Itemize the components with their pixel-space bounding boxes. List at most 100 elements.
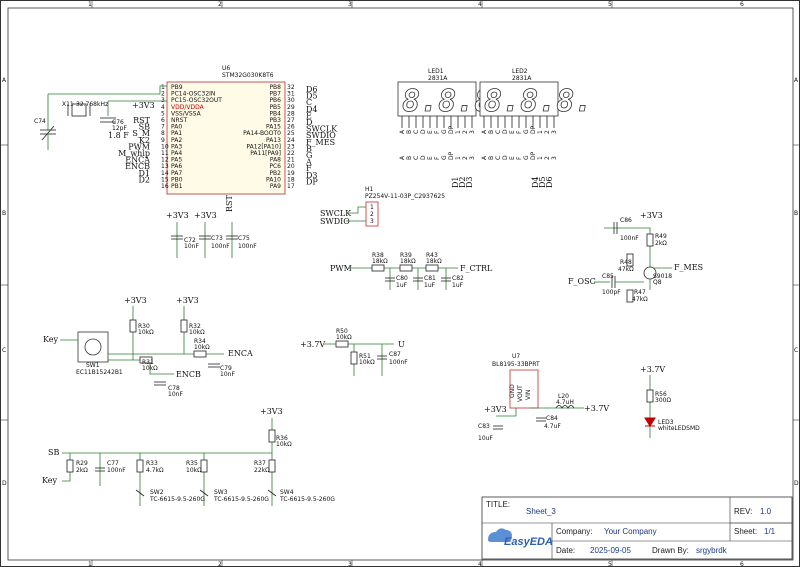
btn-sb-net: SB [48, 448, 59, 457]
r38-ref: R38 [372, 252, 384, 259]
led-pins: AABBCCDDEEFFGGDPDP112233AABBCCDDEEFFGGDP… [399, 116, 558, 160]
u6-right-pin: PA14-BOOT0 [243, 130, 281, 137]
filter-out-net: F_CTRL [460, 264, 493, 273]
u6-left-pin-num: 9 [161, 137, 165, 144]
encoder-circuit: +3V3 +3V3 R30 10kΩ R32 10kΩ Key SW1 EC11… [43, 296, 253, 398]
tb-company-label: Company: [556, 527, 592, 536]
u6-left-pin: PC15-OSC32OUT [171, 97, 222, 104]
led-pin-net: A [399, 155, 406, 160]
r32-ref: R32 [189, 323, 201, 330]
h1-pin-2: 2 [370, 211, 374, 218]
u6-left-pin-num: 11 [161, 150, 169, 157]
tb-title-label: TITLE: [486, 500, 510, 509]
c78-ref: C78 [168, 385, 180, 392]
led-pin-net: E [427, 156, 434, 160]
x11-value: 32.768kHz [76, 101, 108, 108]
u6-right-pin-num: 26 [287, 124, 295, 131]
u6-left-net: ENCA [125, 156, 150, 165]
enc-vcc-2: +3V3 [176, 296, 199, 305]
r29-value: 2kΩ [76, 467, 88, 474]
u6-right-net: F [306, 164, 312, 173]
u6-left-pin-num: 12 [161, 157, 169, 164]
led-pin-label: E [427, 130, 434, 134]
led-pin-label: DP [530, 125, 537, 134]
u6-right-pin-num: 30 [287, 97, 295, 104]
u6-right-net: SWDIO [306, 131, 336, 140]
led2-ref: LED2 [512, 68, 528, 75]
ruler-col-5-bottom: 5 [608, 561, 612, 567]
u6-right-pin: PB6 [269, 97, 281, 104]
u6-body [166, 81, 286, 195]
ruler-row-b-right: B [794, 210, 798, 217]
ruler-col-4: 4 [478, 1, 482, 8]
r56-value: 300Ω [655, 397, 671, 404]
led-pin-label: C [495, 130, 502, 134]
h1-connector[interactable]: H1 PZ254V-11-03P_C2937625 1 2 3 SWCLK SW… [320, 186, 445, 227]
u6-left-pin: PA4 [171, 150, 182, 157]
led-pin-label: 1 [537, 130, 544, 134]
led-digit-net: D3 [465, 176, 474, 188]
r35-value: 10kΩ [186, 467, 202, 474]
divider-circuit: +3.7V U R50 10kΩ R51 10kΩ C87 100nF [300, 328, 408, 376]
c76-alt: 1.8 F [108, 131, 129, 140]
c85-ref: C85 [602, 273, 614, 280]
div-out: U [398, 340, 405, 349]
u7-part: BL8195-33BPRT [492, 361, 540, 368]
boost-out: +3.7V [584, 404, 609, 413]
led-pin-net: DP [530, 151, 537, 160]
led3-circuit: +3.7V R56 300Ω LED3 whiteLEDSMD [640, 365, 700, 438]
c84-value: 4.7uF [544, 423, 561, 430]
u6-left-pin: PA6 [171, 163, 182, 170]
u6-right-pin: PA9 [270, 183, 281, 190]
inner-frame [7, 7, 794, 561]
c74-ref: C74 [34, 118, 46, 125]
enc-vcc-1: +3V3 [124, 296, 147, 305]
led-pin-label: G [441, 129, 448, 134]
r33-value: 4.7kΩ [146, 467, 164, 474]
u6-left-pin: PB0 [171, 176, 183, 183]
c86-value: 100nF [620, 235, 639, 242]
u6-right-pin-num: 21 [287, 157, 295, 164]
tb-drawn-label: Drawn By: [652, 546, 689, 555]
q8-part: S9018 [653, 273, 672, 280]
u6-right-pin: PB8 [269, 84, 281, 91]
dc-net-2: +3V3 [194, 211, 217, 220]
u6-left-net: SB [139, 123, 150, 132]
u6-right-net: A [305, 158, 312, 167]
c84-ref: C84 [546, 415, 558, 422]
tb-drawn: srgybrdk [696, 546, 728, 555]
led-pin-net: 1 [537, 156, 544, 160]
led-displays[interactable]: LED1 2831A 8.8.8. LED2 2831A 8.8.8. AABB… [397, 68, 593, 188]
sw4-part: TC-6615-9.5-260G [279, 496, 335, 503]
led-pin-label: D [420, 129, 427, 134]
r48-ref: R48 [620, 259, 632, 266]
tb-date-label: Date: [556, 546, 575, 555]
c78-value: 10nF [168, 391, 183, 398]
r43-value: 18kΩ [426, 258, 442, 265]
c80-value: 1uF [396, 282, 408, 289]
u6-part: STM32G030K8T6 [222, 72, 274, 79]
u6-left-pin: PB1 [171, 183, 183, 190]
h1-ref: H1 [365, 186, 374, 193]
u6-left-pin: PC14-OSC32IN [171, 91, 215, 98]
c79-value: 10nF [220, 371, 235, 378]
u6-left-pins: PB91PC14-OSC32IN2PC15-OSC32OUT3VDD/VDDA4… [161, 84, 222, 190]
ruler-row-c-right: C [794, 347, 798, 354]
led-pin-label: A [399, 129, 406, 134]
boost-in: +3V3 [484, 405, 507, 414]
u6-mcu[interactable]: U6 STM32G030K8T6 PB91PC14-OSC32IN2PC15-O… [118, 65, 338, 195]
u6-left-pin-num: 5 [161, 110, 165, 117]
ruler-col-3: 3 [348, 1, 352, 8]
c87-ref: C87 [389, 351, 401, 358]
x11-ref: X11 [62, 101, 74, 108]
led-pin-label: 3 [551, 130, 558, 134]
ruler-col-6-bottom: 6 [740, 561, 744, 567]
ruler-col-6: 6 [740, 1, 744, 8]
c77-ref: C77 [107, 460, 119, 467]
btn-vcc: +3V3 [260, 407, 283, 416]
dc-net-1: +3V3 [166, 211, 189, 220]
u6-left-pin-num: 16 [161, 183, 169, 190]
c73-value: 100nF [211, 243, 230, 250]
c74-variable-arrow [41, 125, 55, 141]
